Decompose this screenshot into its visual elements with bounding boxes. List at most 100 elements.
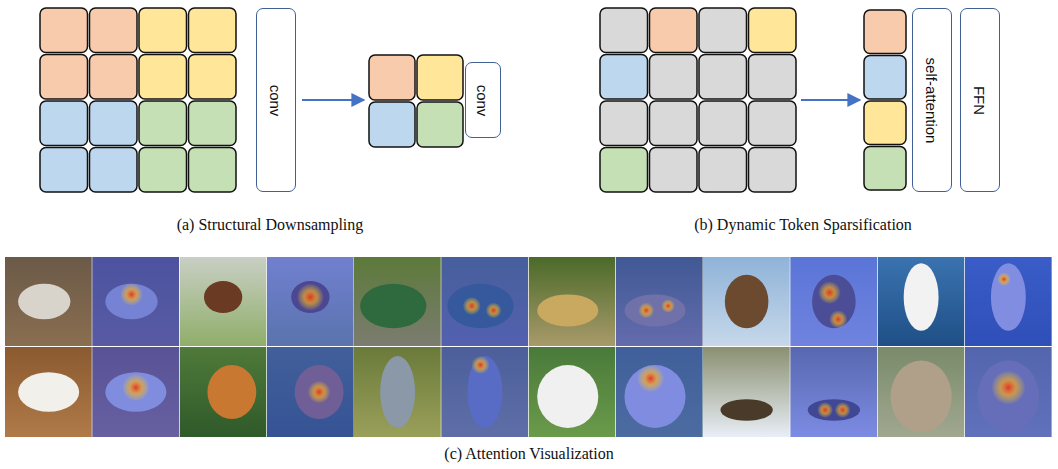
downsampled-grid [369,55,463,147]
attention-map [267,257,354,346]
input-photo [180,347,267,437]
layer-name: self-attention [925,57,940,143]
layer-name: conv [269,84,284,116]
token-cell [864,147,906,191]
photo-ground [790,257,877,346]
photo-subject [18,372,79,412]
layer-box: FFN [960,8,1000,192]
photo-ground [529,257,616,346]
token-cell [600,101,648,146]
attention-map [267,347,354,437]
photo-ground [616,347,703,437]
attention-hotspot [297,283,324,310]
token-cell [600,148,648,193]
token-cell [864,56,906,100]
attention-hotspot [829,310,847,328]
photo-ground [354,347,441,437]
photo-ground [354,257,441,346]
attention-map [965,347,1052,437]
attention-map [965,257,1052,346]
token-cell [40,101,88,146]
input-photo [180,257,267,346]
token-cell [749,148,797,193]
token-cell [189,55,237,100]
subfigure-caption: (c) Attention Visualization [444,445,613,463]
token-cell [90,148,138,193]
token-cell [650,148,698,193]
token-cell [699,101,747,146]
token-cell [40,148,88,193]
attention-tint [965,347,1052,437]
attention-hotspot [120,283,143,306]
photo-ground [180,257,267,346]
attention-hotspot [818,281,841,304]
layer-name: conv [476,84,491,116]
token-cell [749,8,797,53]
token-cell [90,8,138,53]
photo-ground [92,347,179,437]
attention-tint [441,347,528,437]
photo-ground [267,257,354,346]
attention-hotspot [486,302,502,318]
photo-ground [878,347,965,437]
photo-subject [725,275,769,328]
attention-map [790,257,877,346]
token-cell [139,8,187,53]
photo-ground [5,257,92,346]
photo-subject [360,284,426,329]
input-photo [529,347,616,437]
token-grid [40,8,236,192]
attention-tint [267,347,354,437]
token-grid [600,8,796,192]
attention-hotspot [471,356,489,374]
attention-tint [92,347,179,437]
token-cell [699,148,747,193]
input-photo [878,347,965,437]
photo-ground [790,347,877,437]
photo-ground [703,347,790,437]
attention-tint [616,257,703,346]
subfigure-caption: (a) Structural Downsampling [177,216,364,234]
attention-tint [616,347,703,437]
photo-ground [878,257,965,346]
token-cell [139,55,187,100]
input-photo [878,257,965,346]
attention-hotspot [661,299,675,313]
attention-tint [965,257,1052,346]
attention-tint [790,347,877,437]
layer-box: conv [256,8,296,192]
attention-hotspot [637,365,664,392]
attention-hotspot [122,374,149,401]
photo-ground [92,257,179,346]
photo-subject [380,356,415,428]
attention-tint [267,257,354,346]
token-cell [600,55,648,100]
attention-tint [92,257,179,346]
token-cell [749,55,797,100]
token-cell [864,10,906,54]
flow-arrow [302,99,364,101]
photo-subject [904,263,939,331]
attention-map [441,257,528,346]
subfigure-caption: (b) Dynamic Token Sparsification [694,216,912,234]
token-cell [864,101,906,145]
photo-subject [891,361,952,433]
token-cell [650,55,698,100]
photo-ground [703,257,790,346]
attention-map [441,347,528,437]
token-cell [139,101,187,146]
photo-ground [616,257,703,346]
flow-arrow [801,99,860,101]
input-photo [354,257,441,346]
attention-hotspot [308,381,331,404]
photo-subject [537,365,598,428]
input-photo [529,257,616,346]
attention-map [616,347,703,437]
layer-box: self-attention [912,8,952,192]
attention-map [790,347,877,437]
photo-ground [441,257,528,346]
token-cell [417,55,463,100]
attention-hotspot [997,272,1011,286]
token-cell [189,8,237,53]
token-cell [749,101,797,146]
